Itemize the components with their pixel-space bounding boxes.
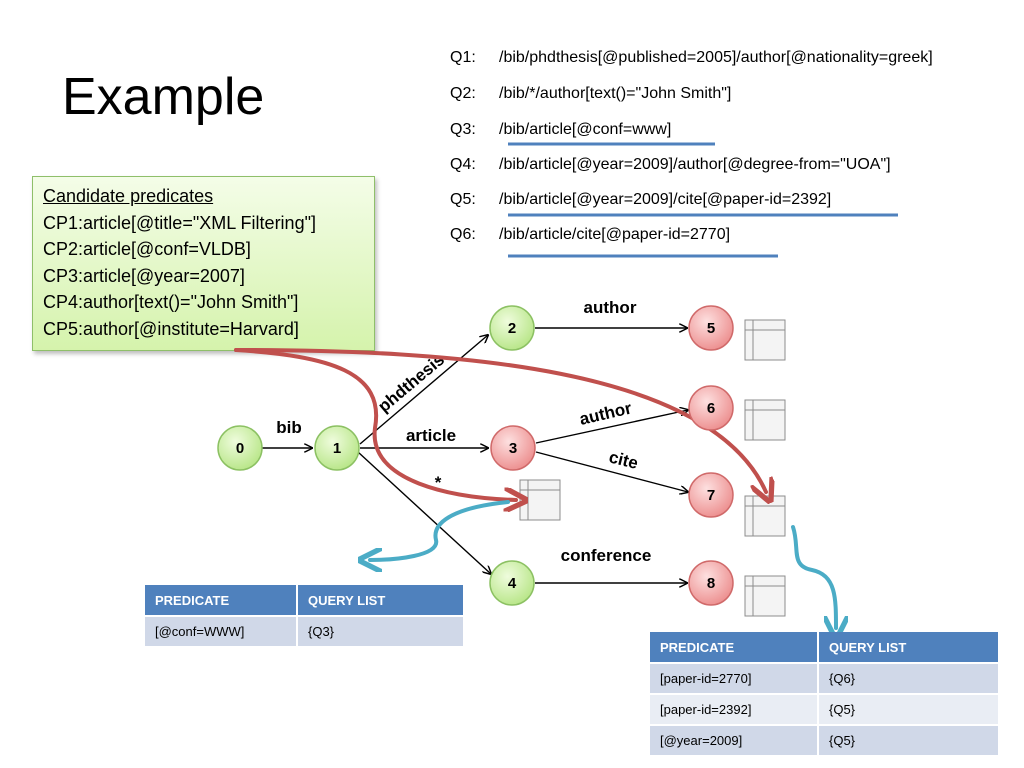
candidate-item: CP3:article[@year=2007] — [43, 265, 245, 286]
table-cell: [paper-id=2770] — [650, 662, 819, 694]
candidate-item: CP5:author[@institute=Harvard] — [43, 318, 299, 339]
edge-1-2 — [359, 335, 488, 445]
edge-label-conference: conference — [561, 546, 652, 565]
node-4: 4 — [489, 560, 535, 606]
table-row: [@conf=WWW] {Q3} — [145, 615, 465, 646]
candidate-item: CP2:article[@conf=VLDB] — [43, 239, 251, 259]
query-id: Q6: — [450, 226, 476, 243]
node-8-label: 8 — [707, 575, 715, 592]
edge-3-7 — [535, 451, 688, 492]
table-cell: {Q3} — [297, 615, 465, 646]
table-cell: [@year=2009] — [650, 724, 819, 755]
edge-label-author-mid: author — [578, 398, 634, 428]
edge-label-cite: cite — [607, 447, 640, 473]
table-row: [paper-id=2392] {Q5} — [650, 693, 1000, 725]
blue-arrow-to-right-table — [791, 525, 836, 628]
edge-label-author-top: author — [584, 298, 637, 317]
node-1-label: 1 — [333, 440, 341, 457]
candidate-item: CP4:author[text()="John Smith"] — [43, 292, 299, 312]
table-row: [@year=2009] {Q5} — [650, 724, 1000, 755]
query-list-icons — [519, 319, 786, 617]
node-5: 5 — [688, 305, 734, 351]
edge-label-article: article — [406, 426, 456, 445]
table-cell: [paper-id=2392] — [650, 693, 819, 725]
blue-arrow-to-left-table — [370, 500, 510, 560]
red-arrow-to-star-list — [234, 348, 516, 500]
column-header: QUERY LIST — [818, 632, 1000, 663]
node-0: 0 — [217, 425, 263, 471]
node-5-label: 5 — [707, 320, 715, 337]
table-header-row: PREDICATE QUERY LIST — [145, 585, 465, 616]
node-3: 3 — [490, 425, 536, 471]
edge-label-phdthesis: phdthesis — [374, 350, 448, 416]
candidate-predicates-box: Candidate predicates CP1:article[@title=… — [32, 176, 375, 351]
document-icon — [744, 575, 786, 617]
query-id: Q4: — [450, 156, 476, 173]
node-6-label: 6 — [707, 400, 715, 417]
table-row: [paper-id=2770] {Q6} — [650, 662, 1000, 694]
query-id: Q5: — [450, 191, 476, 208]
query-text: /bib/phdthesis[@published=2005]/author[@… — [499, 49, 933, 66]
candidate-heading: Candidate predicates — [43, 186, 214, 206]
predicate-table-left: PREDICATE QUERY LIST [@conf=WWW] {Q3} — [145, 585, 465, 646]
red-arrow-to-cite-list — [234, 348, 766, 492]
document-icon — [744, 399, 786, 441]
document-icon — [744, 319, 786, 361]
node-3-label: 3 — [509, 440, 517, 457]
table-cell: [@conf=WWW] — [145, 615, 298, 646]
query-id: Q2: — [450, 85, 476, 102]
node-2: 2 — [489, 305, 535, 351]
query-text: /bib/article/cite[@paper-id=2770] — [499, 226, 731, 243]
predicate-table-right: PREDICATE QUERY LIST [paper-id=2770] {Q6… — [650, 632, 1000, 755]
node-8: 8 — [688, 560, 734, 606]
table-cell: {Q5} — [818, 693, 1000, 725]
query-text: /bib/*/author[text()="John Smith"] — [499, 85, 732, 102]
candidate-item: CP1:article[@title="XML Filtering"] — [43, 212, 316, 233]
column-header: PREDICATE — [650, 632, 819, 663]
edge-1-4 — [357, 451, 491, 574]
node-2-label: 2 — [508, 320, 516, 337]
table-header-row: PREDICATE QUERY LIST — [650, 632, 1000, 663]
tree-edges — [262, 328, 688, 583]
node-6: 6 — [688, 385, 734, 431]
query-id: Q1: — [450, 49, 476, 66]
column-header: QUERY LIST — [297, 585, 465, 616]
edge-3-6 — [535, 410, 688, 444]
node-0-label: 0 — [236, 440, 244, 457]
edge-label-bib: bib — [276, 418, 302, 437]
table-cell: {Q5} — [818, 724, 1000, 755]
document-icon — [744, 495, 786, 537]
column-header: PREDICATE — [145, 585, 298, 616]
slide-title: Example — [62, 68, 265, 126]
node-1: 1 — [314, 425, 360, 471]
node-7: 7 — [688, 472, 734, 518]
document-icon — [519, 479, 561, 521]
edge-label-star: * — [435, 473, 442, 492]
node-7-label: 7 — [707, 487, 715, 504]
query-text: /bib/article[@year=2009]/cite[@paper-id=… — [499, 191, 832, 208]
query-id: Q3: — [450, 121, 476, 138]
query-text: /bib/article[@conf=www] — [499, 121, 672, 138]
node-4-label: 4 — [508, 575, 517, 592]
table-cell: {Q6} — [818, 662, 1000, 694]
query-text: /bib/article[@year=2009]/author[@degree-… — [499, 156, 891, 173]
